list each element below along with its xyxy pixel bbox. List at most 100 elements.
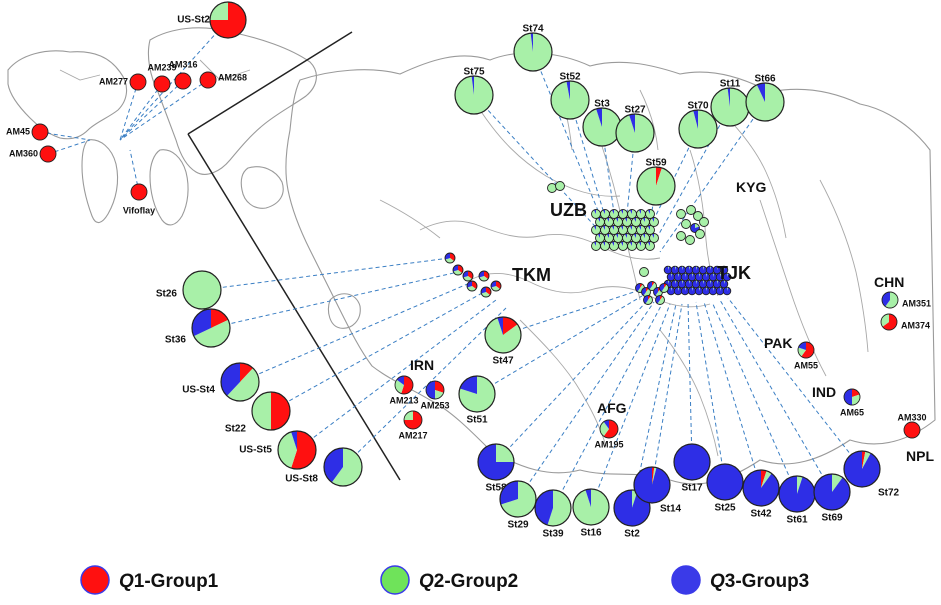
dot-uzb-28 bbox=[591, 241, 601, 251]
sample-label-am55: AM55 bbox=[794, 360, 818, 370]
dot-uzb-11 bbox=[631, 217, 641, 227]
pie-st16 bbox=[572, 488, 610, 526]
dot-uzb-9-slice-q3 bbox=[615, 217, 618, 222]
dot-tjk-62-slice-q2 bbox=[671, 287, 673, 291]
dot-tjk-51-slice-q2 bbox=[720, 273, 722, 277]
dot-kyg-2 bbox=[693, 211, 703, 221]
pie-st47 bbox=[484, 316, 522, 354]
dot-tjk-45-slice-q2 bbox=[678, 273, 680, 277]
pie-st39-slice-q2 bbox=[547, 490, 572, 526]
dot-uzb-22-slice-q3 bbox=[606, 233, 609, 238]
dot-tkm-2-slice-q2 bbox=[463, 276, 473, 281]
location-dot-clusters bbox=[444, 181, 732, 305]
dot-tkm-1-slice-q3 bbox=[453, 265, 458, 272]
pie-st72-slice-q3 bbox=[844, 451, 881, 487]
connector-st16 bbox=[590, 303, 671, 508]
dot-uzb-8-slice-q3 bbox=[606, 217, 609, 222]
pie-st75-outline bbox=[454, 75, 494, 115]
pie-st59 bbox=[636, 166, 676, 206]
inset-divider-top bbox=[187, 31, 353, 135]
dot-tkm-3 bbox=[478, 270, 490, 282]
dot-uzb-20-outline bbox=[645, 225, 655, 235]
sample-label-st29: St29 bbox=[507, 520, 529, 531]
dot-tjk-40-slice-q2 bbox=[703, 266, 705, 270]
pie-st52-slice-q3 bbox=[566, 81, 570, 100]
dot-tjk-45-slice-q3 bbox=[674, 273, 682, 281]
dot-tjk-59 bbox=[705, 279, 715, 289]
pie-st59-outline bbox=[636, 166, 676, 206]
dot-tkm-6-slice-q3 bbox=[481, 287, 486, 294]
sample-label-st72: St72 bbox=[878, 488, 900, 499]
dot-uzb-12-slice-q3 bbox=[642, 217, 645, 222]
pie-st75-slice-q3 bbox=[471, 76, 474, 95]
dot-tjk-44-slice-q3 bbox=[667, 273, 675, 281]
sample-label-st22: St22 bbox=[225, 424, 247, 435]
dot-tjk-61-slice-q3 bbox=[720, 280, 728, 288]
dot-north-1 bbox=[555, 181, 565, 191]
dot-uzb-10-slice-q3 bbox=[624, 217, 627, 222]
pie-us-st8-slice-q2 bbox=[331, 448, 362, 486]
dot-tjk-66 bbox=[694, 286, 704, 296]
dot-tkm-3-slice-q3 bbox=[479, 271, 484, 278]
sample-label-am253: AM253 bbox=[420, 400, 449, 410]
dot-tkm-0 bbox=[444, 252, 456, 264]
dot-uzb-27-slice-q3 bbox=[651, 233, 654, 238]
dot-tjk-35-slice-q2 bbox=[668, 266, 670, 270]
pie-st61 bbox=[778, 475, 816, 513]
dot-uzb-32 bbox=[627, 241, 637, 251]
dot-tjk-57-slice-q3 bbox=[692, 280, 700, 288]
pie-am277-outline bbox=[129, 73, 147, 91]
country-label-npl: NPL bbox=[906, 448, 934, 464]
dot-uzb-3-slice-q3 bbox=[620, 209, 623, 214]
connector-lines bbox=[39, 19, 863, 509]
dot-tjk-59-slice-q3 bbox=[706, 280, 714, 288]
pie-st51-outline bbox=[458, 375, 496, 413]
sample-label-am268: AM268 bbox=[218, 72, 247, 82]
dot-uzb-29-slice-q3 bbox=[602, 241, 605, 246]
dot-uzb-19-slice-q3 bbox=[638, 225, 641, 230]
pie-st69-slice-q3 bbox=[814, 474, 850, 511]
dot-kyg-2-slice-q2 bbox=[693, 211, 703, 221]
dot-uzb-13 bbox=[649, 217, 659, 227]
pie-us-st4-slice-q3 bbox=[221, 363, 240, 396]
dot-tjk-39-slice-q2 bbox=[696, 266, 698, 270]
pie-st72 bbox=[843, 450, 881, 488]
dot-tjk-west-0-slice-q1 bbox=[640, 283, 643, 288]
sample-label-am213: AM213 bbox=[389, 395, 418, 405]
country-label-uzb: UZB bbox=[550, 200, 587, 220]
dot-uzb-26 bbox=[640, 233, 650, 243]
legend-swatch-group1 bbox=[80, 565, 110, 595]
dot-kyg-8 bbox=[695, 229, 705, 239]
dot-kyg-1-slice-q2 bbox=[686, 205, 696, 215]
dot-tkm-6-outline bbox=[480, 286, 492, 298]
dot-uzb-31 bbox=[618, 241, 628, 251]
sample-label-st58: St58 bbox=[485, 483, 507, 494]
sample-label-st2: St2 bbox=[624, 529, 640, 540]
pie-st29-outline bbox=[499, 480, 537, 518]
connector-st17 bbox=[687, 301, 693, 463]
dot-kyg-3 bbox=[681, 219, 691, 229]
pie-am45-outline bbox=[31, 123, 49, 141]
dot-tjk-64-slice-q3 bbox=[681, 287, 689, 295]
dot-tjk-57-slice-q2 bbox=[696, 280, 698, 284]
pie-us-st4-slice-q2 bbox=[226, 368, 259, 401]
dot-tjk-57 bbox=[691, 279, 701, 289]
pie-us-st4-slice-q1 bbox=[240, 363, 254, 382]
country-label-pak: PAK bbox=[764, 335, 793, 351]
pie-st16-slice-q3 bbox=[585, 489, 591, 507]
dot-kyg-0 bbox=[676, 209, 686, 219]
dot-north-0-slice-q2 bbox=[547, 183, 557, 193]
pie-st22-slice-q2 bbox=[252, 392, 271, 430]
pie-am316 bbox=[174, 72, 192, 90]
dot-uzb-33-slice-q3 bbox=[638, 241, 641, 246]
pie-st74-slice-q2 bbox=[513, 33, 552, 71]
pie-am239 bbox=[153, 75, 171, 93]
pie-st72-slice-q1 bbox=[862, 451, 866, 469]
pie-am217-slice-q2 bbox=[404, 411, 413, 420]
dot-tjk-39-slice-q3 bbox=[692, 266, 700, 274]
dot-tkm-5-slice-q2 bbox=[467, 286, 477, 291]
dot-tkm-5-slice-q3 bbox=[467, 281, 472, 288]
pie-us-st5-outline bbox=[277, 430, 317, 470]
pie-st14-outline bbox=[633, 466, 671, 504]
dot-kyg-2-outline bbox=[693, 211, 703, 221]
